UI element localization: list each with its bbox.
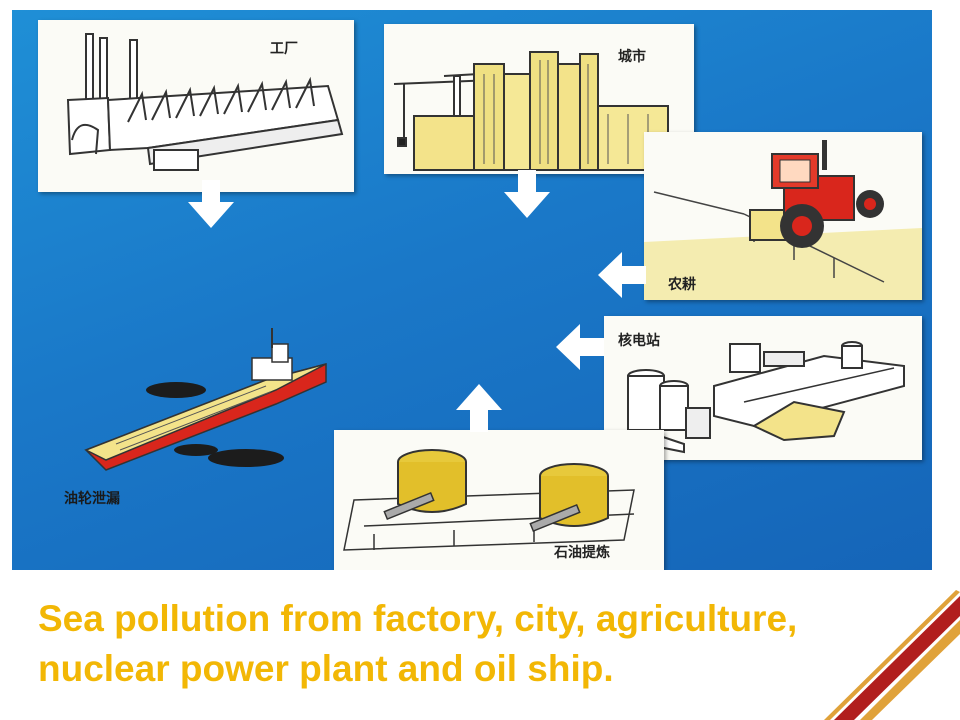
farming-illustration xyxy=(644,140,922,300)
nuclear-illustration xyxy=(627,341,905,454)
city-card: 城市 xyxy=(384,24,694,174)
arrow-factory-down xyxy=(188,180,234,228)
refinery-card: 石油提炼 xyxy=(334,430,664,570)
city-illustration xyxy=(393,51,669,171)
factory-label: 工厂 xyxy=(270,41,298,57)
refinery-illustration xyxy=(343,449,635,551)
decorative-ribbon xyxy=(824,590,960,720)
caption: Sea pollution from factory, city, agricu… xyxy=(38,594,918,694)
arrow-city-down xyxy=(504,170,550,218)
tanker-label: 油轮泄漏 xyxy=(64,491,120,507)
farming-label: 农耕 xyxy=(668,277,696,293)
sea-background: 工厂 城市 xyxy=(12,10,932,570)
caption-line-1: Sea pollution from factory, city, agricu… xyxy=(38,598,798,639)
refinery-label: 石油提炼 xyxy=(554,545,610,561)
arrow-farming-left xyxy=(598,252,646,298)
nuclear-label: 核电站 xyxy=(618,333,660,349)
arrow-nuclear-left xyxy=(556,324,604,370)
farming-card: 农耕 xyxy=(644,132,922,300)
factory-illustration xyxy=(66,33,344,171)
caption-line-2: nuclear power plant and oil ship. xyxy=(38,648,614,689)
city-label: 城市 xyxy=(618,49,646,65)
factory-card: 工厂 xyxy=(38,20,354,192)
oil-tanker xyxy=(84,328,327,471)
arrow-refinery-up xyxy=(456,384,502,432)
